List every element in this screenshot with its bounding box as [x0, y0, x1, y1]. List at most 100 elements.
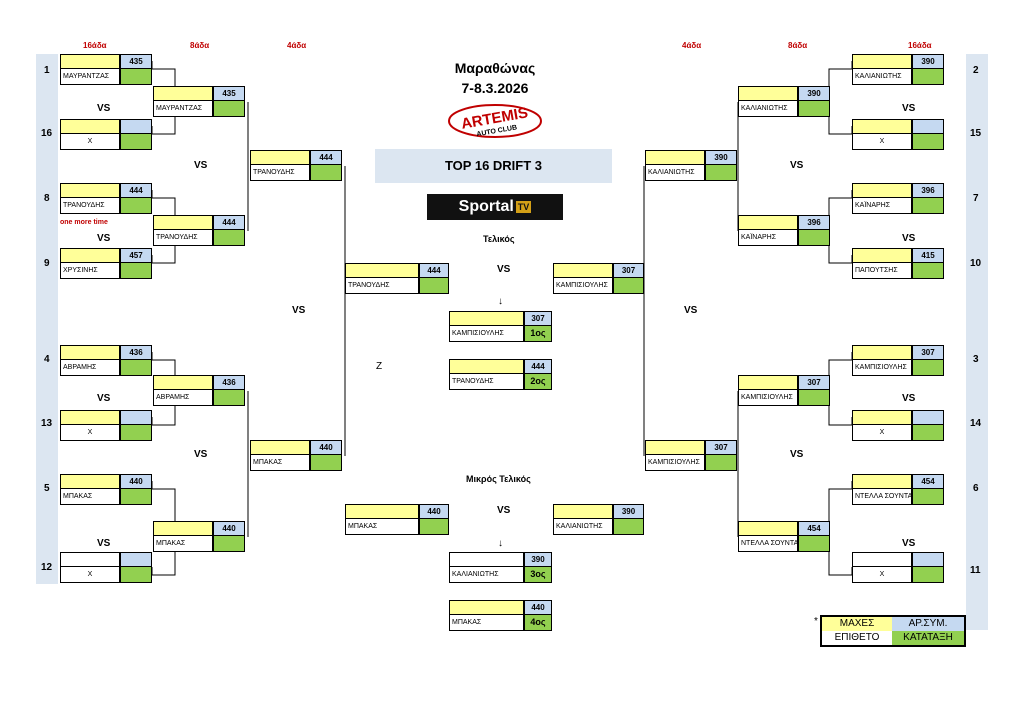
car-number: 390: [798, 86, 830, 101]
vs-label: VS: [902, 538, 916, 549]
right-sidebar: [966, 54, 988, 630]
driver-name: ΚΑΜΠΙΣΙΟΥΛΗΣ: [852, 360, 912, 376]
car-number: 436: [120, 345, 152, 360]
car-number: [912, 119, 944, 134]
driver-name: ΚΑΜΠΙΣΙΟΥΛΗΣ: [449, 326, 524, 342]
car-number: [912, 552, 944, 567]
driver-name: X: [60, 567, 120, 583]
car-number: 307: [705, 440, 737, 455]
driver-name: X: [852, 567, 912, 583]
seed-16: 16: [41, 128, 53, 139]
car-number: 307: [613, 263, 644, 278]
driver-name: ΠΑΠΟΥΤΣΗΣ: [852, 263, 912, 279]
rank-label: 4ος: [524, 615, 552, 631]
driver-name: ΚΑΛΙΑΝΙΩΤΗΣ: [553, 519, 613, 535]
driver-name: ΤΡΑΝΟΥΔΗΣ: [153, 230, 213, 246]
car-number: 307: [912, 345, 944, 360]
legend-surname: ΕΠΙΘΕΤΟ: [822, 631, 892, 645]
driver-name: ΚΑΜΠΙΣΙΟΥΛΗΣ: [645, 455, 705, 471]
driver-name: ΜΑΥΡΑΝΤΖΑΣ: [60, 69, 120, 85]
car-number: 444: [213, 215, 245, 230]
vs-label: VS: [902, 103, 916, 114]
seed-6: 6: [973, 483, 979, 494]
sportal-text: Sportal: [458, 198, 514, 215]
vs-label: VS: [684, 305, 698, 316]
driver-name: ΜΑΥΡΑΝΤΖΑΣ: [153, 101, 213, 117]
driver-name: ΚΑΛΙΑΝΙΩΤΗΣ: [738, 101, 798, 117]
seed-11: 11: [970, 565, 981, 576]
driver-name: ΜΠΑΚΑΣ: [153, 536, 213, 552]
car-number: 435: [120, 54, 152, 69]
driver-name: X: [60, 134, 120, 150]
seed-9: 9: [44, 258, 50, 269]
driver-name: ΤΡΑΝΟΥΔΗΣ: [449, 374, 524, 390]
legend-ranking: ΚΑΤΑΤΑΞΗ: [892, 631, 964, 645]
rank-label: 3ος: [524, 567, 552, 583]
driver-name: X: [852, 134, 912, 150]
car-number: 440: [419, 504, 449, 519]
vs-label: VS: [902, 393, 916, 404]
driver-name: X: [60, 425, 120, 441]
z-label: Z: [376, 361, 383, 372]
legend: ΜΑΧΕΣ ΑΡ.ΣΥΜ. ΕΠΙΘΕΤΟ ΚΑΤΑΤΑΞΗ: [820, 615, 966, 647]
driver-name: ΜΠΑΚΑΣ: [345, 519, 419, 535]
car-number: 390: [613, 504, 644, 519]
vs-label: VS: [194, 449, 208, 460]
left-r16-slot-13: X: [60, 410, 152, 442]
vs-label: VS: [194, 160, 208, 171]
car-number: 454: [912, 474, 944, 489]
seed-8: 8: [44, 193, 50, 204]
vs-label: VS: [902, 233, 916, 244]
vs-label: VS: [497, 264, 511, 275]
seed-3: 3: [973, 354, 979, 365]
car-number: 390: [524, 552, 552, 567]
vs-label: VS: [97, 393, 111, 404]
car-number: 390: [912, 54, 944, 69]
left-r16-slot-16: X: [60, 119, 152, 151]
driver-name: ΤΡΑΝΟΥΔΗΣ: [60, 198, 120, 214]
vs-label: VS: [97, 538, 111, 549]
vs-label: VS: [292, 305, 306, 316]
legend-battles: ΜΑΧΕΣ: [822, 617, 892, 631]
car-number: 307: [798, 375, 830, 390]
round-16-right: 16άδα: [908, 41, 932, 50]
driver-name: ΝΤΕΛΛΑ ΣΟΥΝΤΑ: [852, 489, 912, 505]
seed-12: 12: [41, 562, 53, 573]
car-number: 440: [120, 474, 152, 489]
vs-label: VS: [790, 449, 804, 460]
seed-5: 5: [44, 483, 50, 494]
driver-name: X: [852, 425, 912, 441]
car-number: 440: [213, 521, 245, 536]
car-number: [912, 410, 944, 425]
driver-name: ΤΡΑΝΟΥΔΗΣ: [250, 165, 310, 181]
seed-10: 10: [970, 258, 982, 269]
event-banner: TOP 16 DRIFT 3: [375, 149, 612, 183]
driver-name: ΚΑΜΠΙΣΙΟΥΛΗΣ: [738, 390, 798, 406]
car-number: 307: [524, 311, 552, 326]
driver-name: ΑΒΡΑΜΗΣ: [60, 360, 120, 376]
legend-asterisk: *: [814, 616, 818, 627]
driver-name: ΤΡΑΝΟΥΔΗΣ: [345, 278, 419, 294]
round-4-right: 4άδα: [682, 41, 702, 50]
vs-label: VS: [97, 103, 111, 114]
car-number: 396: [798, 215, 830, 230]
driver-name: ΝΤΕΛΛΑ ΣΟΥΝΤΑ: [738, 536, 798, 552]
seed-15: 15: [970, 128, 982, 139]
